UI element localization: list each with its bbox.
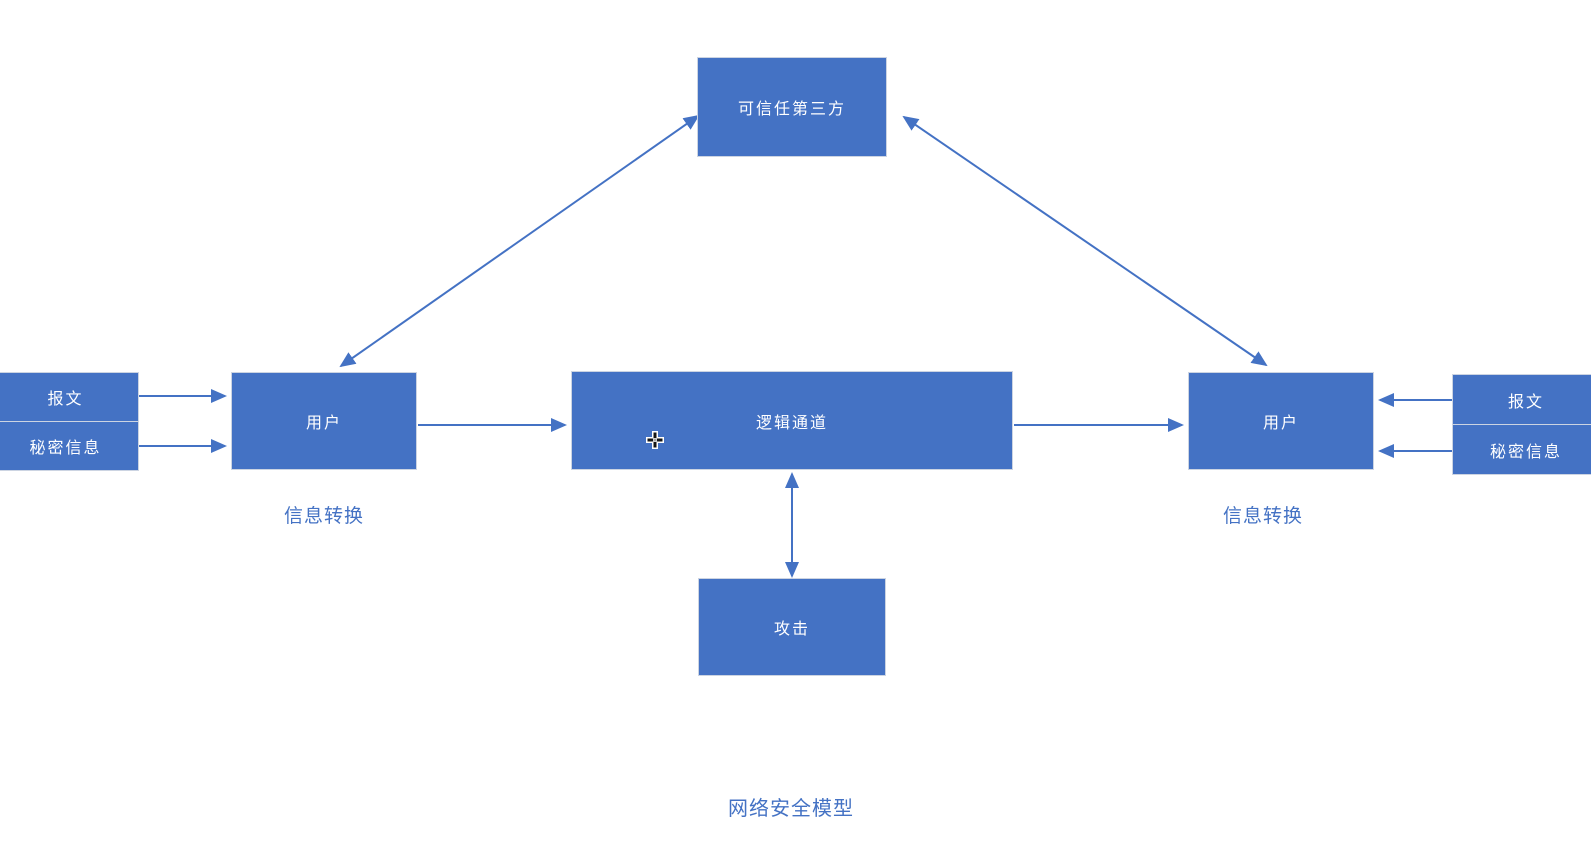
node-right-user[interactable]: 用户 [1188, 372, 1374, 470]
node-attacker[interactable]: 攻击 [698, 578, 886, 676]
node-left-secret[interactable]: 秘密信息 [0, 421, 139, 471]
node-trusted-third-party[interactable]: 可信任第三方 [697, 57, 887, 157]
node-left-user[interactable]: 用户 [231, 372, 417, 470]
node-logical-channel[interactable]: 逻辑通道 [571, 371, 1013, 470]
node-right-message[interactable]: 报文 [1452, 374, 1591, 425]
node-right-secret[interactable]: 秘密信息 [1452, 424, 1591, 475]
move-cursor-icon [646, 431, 664, 449]
connector-left-user-trusted-third-party[interactable] [339, 114, 700, 368]
diagram-title: 网络安全模型 [728, 798, 854, 820]
node-left-message[interactable]: 报文 [0, 372, 139, 422]
label-left-transform: 信息转换 [283, 506, 364, 527]
label-right-transform: 信息转换 [1222, 506, 1303, 527]
connector-trusted-third-party-right-user[interactable] [902, 115, 1268, 367]
